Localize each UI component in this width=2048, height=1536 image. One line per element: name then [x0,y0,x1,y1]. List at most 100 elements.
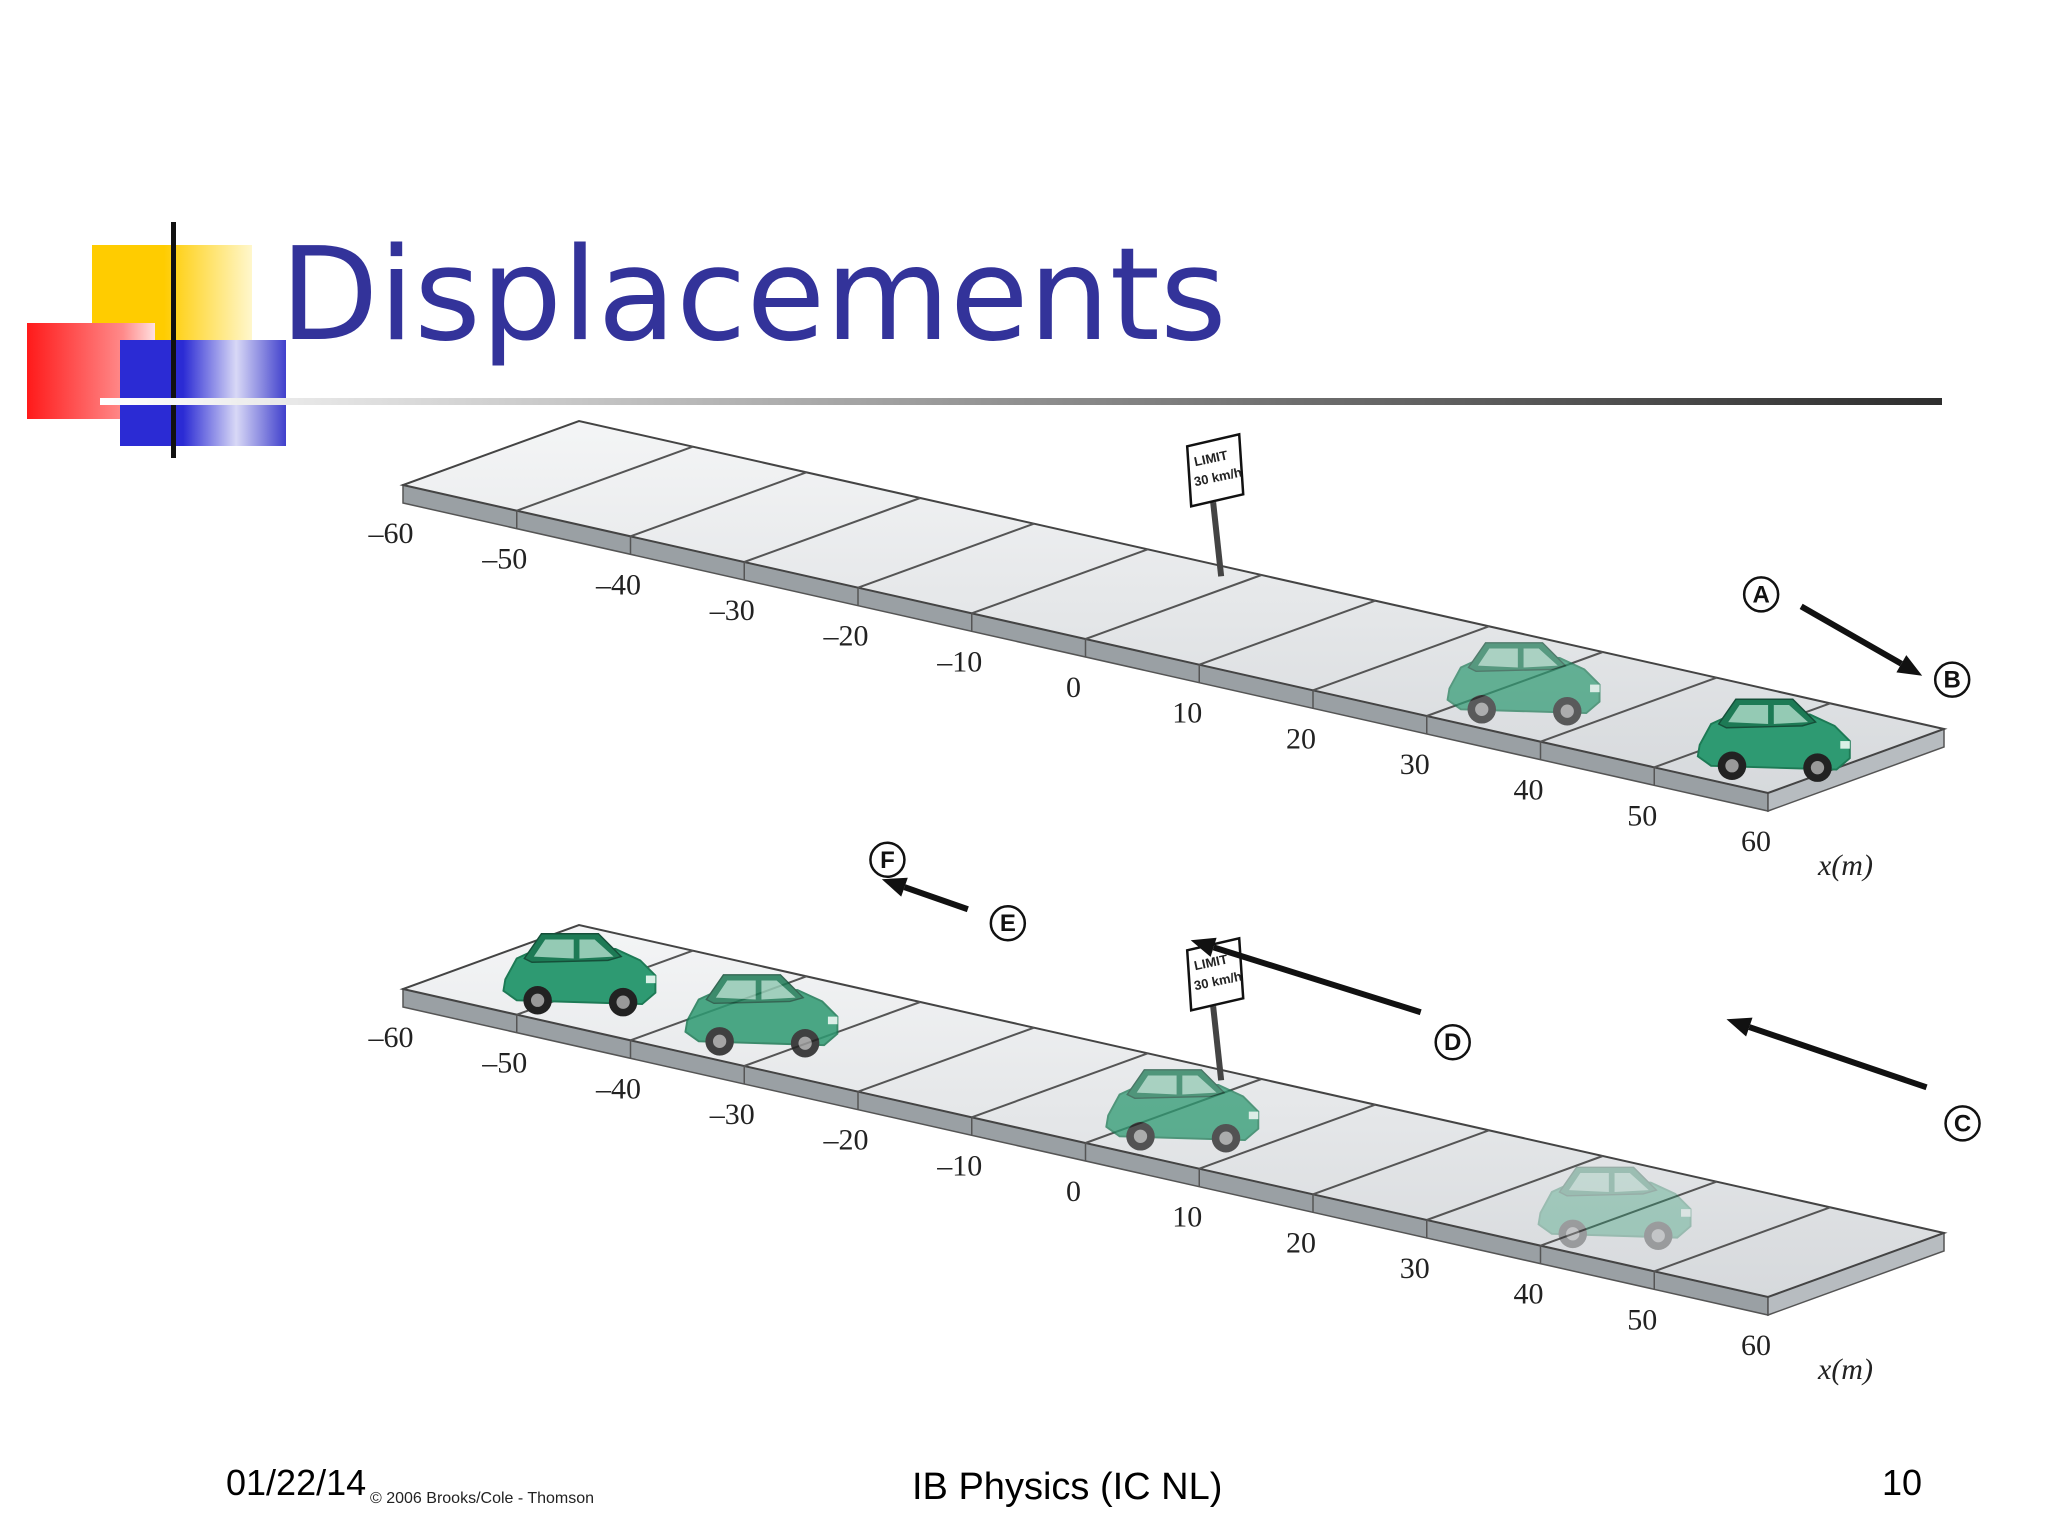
slide-title: Displacements [280,221,1227,370]
footer-course: IB Physics (IC NL) [912,1466,1223,1508]
arrow-shaft [1748,1024,1928,1091]
car-hub [1725,759,1739,773]
arrow-C-to-D [1726,1017,1928,1091]
sign-text: LIMIT [1193,951,1229,973]
car-window [1136,1075,1177,1095]
road-seam [857,522,1035,589]
road-seam [1198,1103,1376,1170]
sign-text: LIMIT [1193,447,1229,469]
title-rule [100,398,1942,405]
car-hub [1566,1227,1580,1241]
car-hub [1475,702,1489,716]
car-window [579,939,614,959]
deco-vertical-bar [171,222,176,458]
car-at-F [502,933,657,1017]
point-marker-circle [869,841,906,879]
tick-label: –40 [595,1072,641,1105]
tick-label: –10 [936,1149,982,1182]
car-at-E [684,974,839,1058]
road-seam [1540,1180,1717,1247]
car-window [1477,648,1518,668]
point-marker-circle [1944,1105,1981,1142]
point-D: D [1434,1023,1471,1061]
car-hub [616,995,630,1009]
road-seam [743,497,921,563]
road-seam [1540,676,1717,743]
car-window [1773,704,1808,724]
car-hub [712,1034,727,1048]
car-headlight [1248,1111,1259,1120]
car-hub [1219,1131,1233,1145]
road-seam [1426,1155,1604,1221]
arrow-head [1896,655,1923,676]
car-hub [530,993,545,1007]
car-at-D [1105,1069,1260,1153]
tick-label: –50 [481,1047,527,1080]
car-hub [1133,1129,1148,1143]
car-headlight [1590,684,1600,693]
tick-label: 30 [1400,748,1430,781]
point-E: E [989,904,1027,942]
tick-label: 50 [1627,799,1657,832]
tick-label: –20 [823,1124,869,1157]
axis-label: x(m) [1817,849,1873,882]
tick-label: –30 [709,1098,755,1131]
car-window [761,980,796,1000]
footer-date: 01/22/14 [226,1462,367,1503]
road-seam [1653,1206,1831,1273]
tick-label: 50 [1627,1303,1657,1336]
point-label: B [1944,667,1961,694]
car-window [1728,704,1769,724]
car-window [1614,1173,1649,1193]
car-hub [1651,1229,1665,1243]
arrow-A-to-B [1799,603,1923,676]
tick-label: 40 [1514,1278,1544,1311]
point-label: E [1000,910,1016,937]
car-headlight [1840,741,1850,749]
tick-label: 20 [1286,722,1316,755]
point-label: D [1444,1029,1461,1056]
arrow-D-to-E [1190,937,1422,1016]
tick-label: 30 [1400,1252,1430,1285]
tick-label: 0 [1066,1175,1081,1208]
car-body [1537,1179,1692,1239]
tick-label: –50 [481,543,527,576]
bottom-panel: –60–50–40–30–20–100102030405060x(m)LIMIT… [368,841,1981,1386]
tick-label: 0 [1066,671,1081,704]
point-label: A [1752,581,1769,608]
arrow-head [1726,1017,1753,1037]
tick-label: 40 [1514,774,1544,807]
axis-label: x(m) [1817,1353,1873,1386]
arrow-shaft [903,884,969,913]
car-headlight [827,1016,838,1025]
car-wheel [1644,1221,1673,1250]
road-seam [1312,1129,1490,1196]
tick-label: 20 [1286,1226,1316,1259]
car-at-C [1537,1166,1692,1250]
car-at-B [1696,698,1851,782]
point-marker-circle [989,904,1027,942]
car-hub [1810,761,1825,775]
car-hub [1560,704,1574,718]
car-window [1182,1075,1217,1095]
tick-label: –30 [709,594,755,627]
road-seam [630,471,807,538]
car-window [1568,1173,1609,1193]
tick-label: 10 [1172,1201,1202,1234]
arrow-shaft [1212,944,1422,1016]
top-panel: –60–50–40–30–20–100102030405060x(m)LIMIT… [368,419,1971,882]
car-window [715,980,756,1000]
tick-label: –40 [595,568,641,601]
tick-label: –10 [936,645,982,678]
point-marker-circle [1742,576,1780,613]
road-seam [1198,599,1376,666]
car-window [1523,648,1558,668]
car-hub [798,1036,812,1050]
point-B: B [1933,661,1971,698]
car-wheel [1558,1219,1587,1249]
road-seam [971,1052,1149,1119]
point-label: C [1954,1110,1971,1137]
road-seam [1085,574,1262,640]
